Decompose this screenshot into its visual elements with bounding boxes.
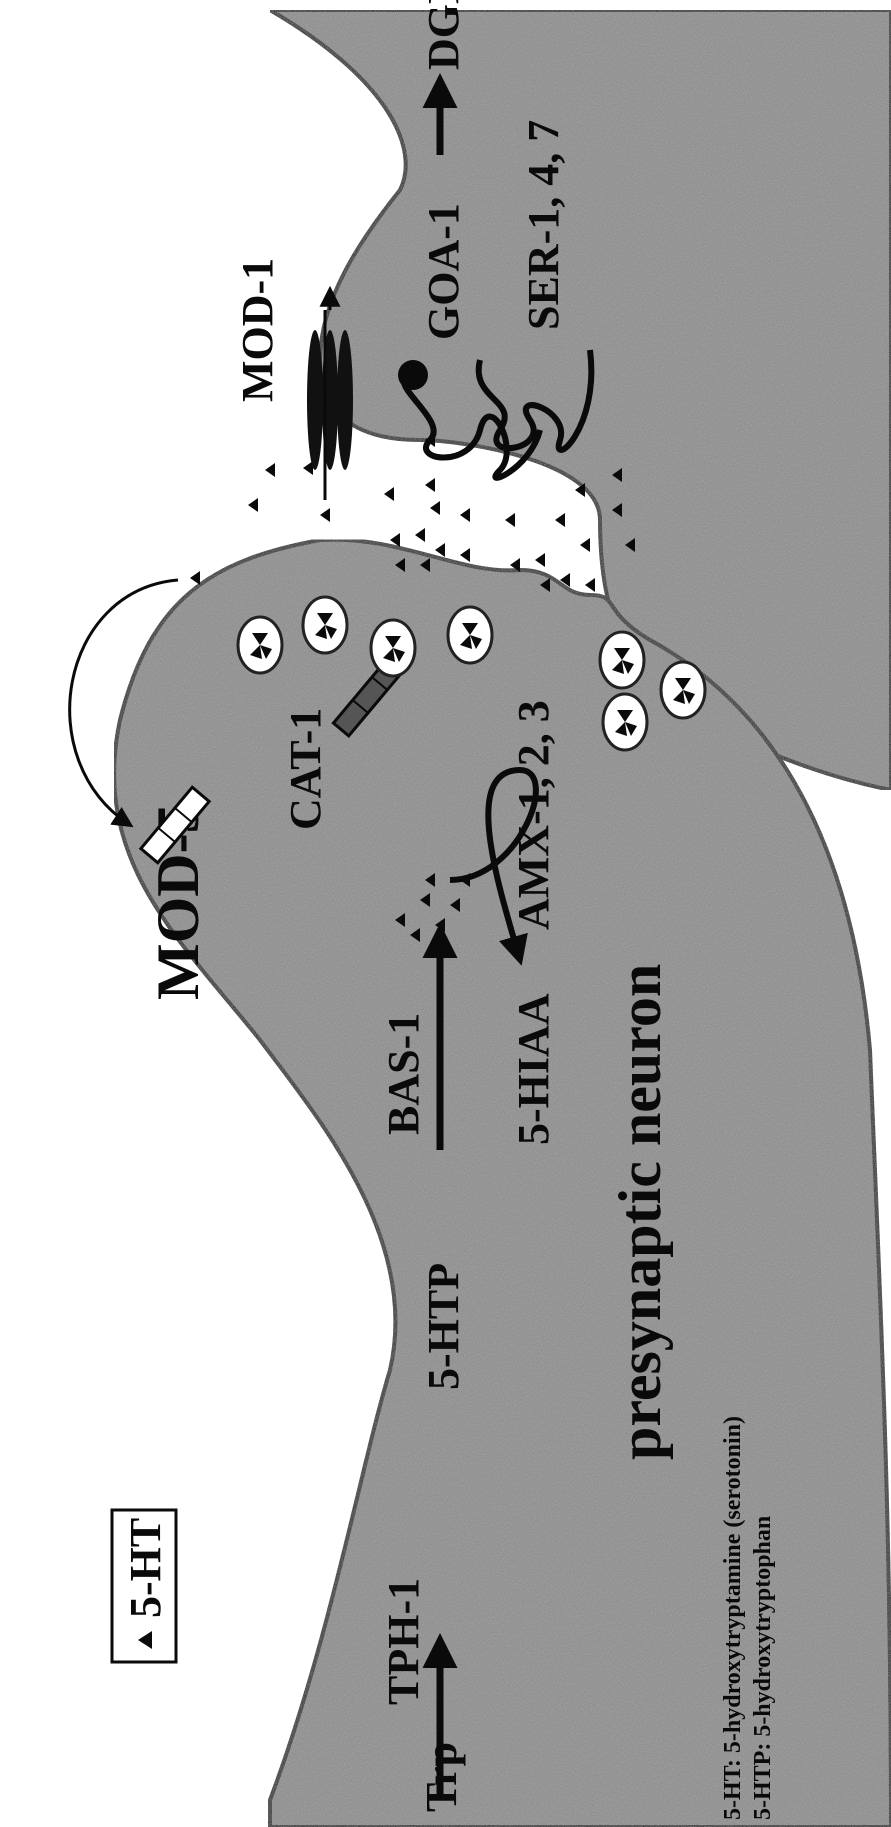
legend-note-5htp: 5-HTP: 5-hydroxytryptophan — [750, 1516, 776, 1820]
cat1-transporter-label: CAT-1 — [281, 708, 330, 830]
ser-receptors-label: SER-1, 4, 7 — [519, 120, 568, 330]
tph1-enzyme-label: TPH-1 — [379, 1578, 428, 1705]
amx-enzyme-label: AMX-1, 2, 3 — [509, 700, 558, 930]
vesicle — [661, 662, 705, 718]
vesicle — [448, 607, 492, 663]
presynaptic-neuron-caption: presynaptic neuron — [607, 964, 673, 1460]
dgk1-effector-label: DGK-1 — [419, 0, 468, 70]
vesicle — [238, 617, 282, 673]
mod1-channel-label: MOD-1 — [233, 258, 282, 402]
vesicle — [600, 632, 644, 688]
pathway-substrate-label: Trp — [417, 1742, 466, 1812]
goa1-gprotein-label: GOA-1 — [419, 203, 468, 340]
bas1-enzyme-label: BAS-1 — [379, 1013, 428, 1135]
legend-note-5ht: 5-HT: 5-hydroxytryptamine (serotonin) — [720, 1416, 746, 1820]
vesicle — [303, 597, 347, 653]
5hiaa-metabolite-label: 5-HIAA — [509, 993, 558, 1145]
5htp-intermediate-label: 5-HTP — [419, 1263, 468, 1390]
legend-symbol-label: 5-HT — [121, 1518, 170, 1618]
vesicle — [603, 694, 647, 750]
vesicle — [371, 620, 415, 676]
legend-box: 5-HT — [112, 1510, 176, 1662]
